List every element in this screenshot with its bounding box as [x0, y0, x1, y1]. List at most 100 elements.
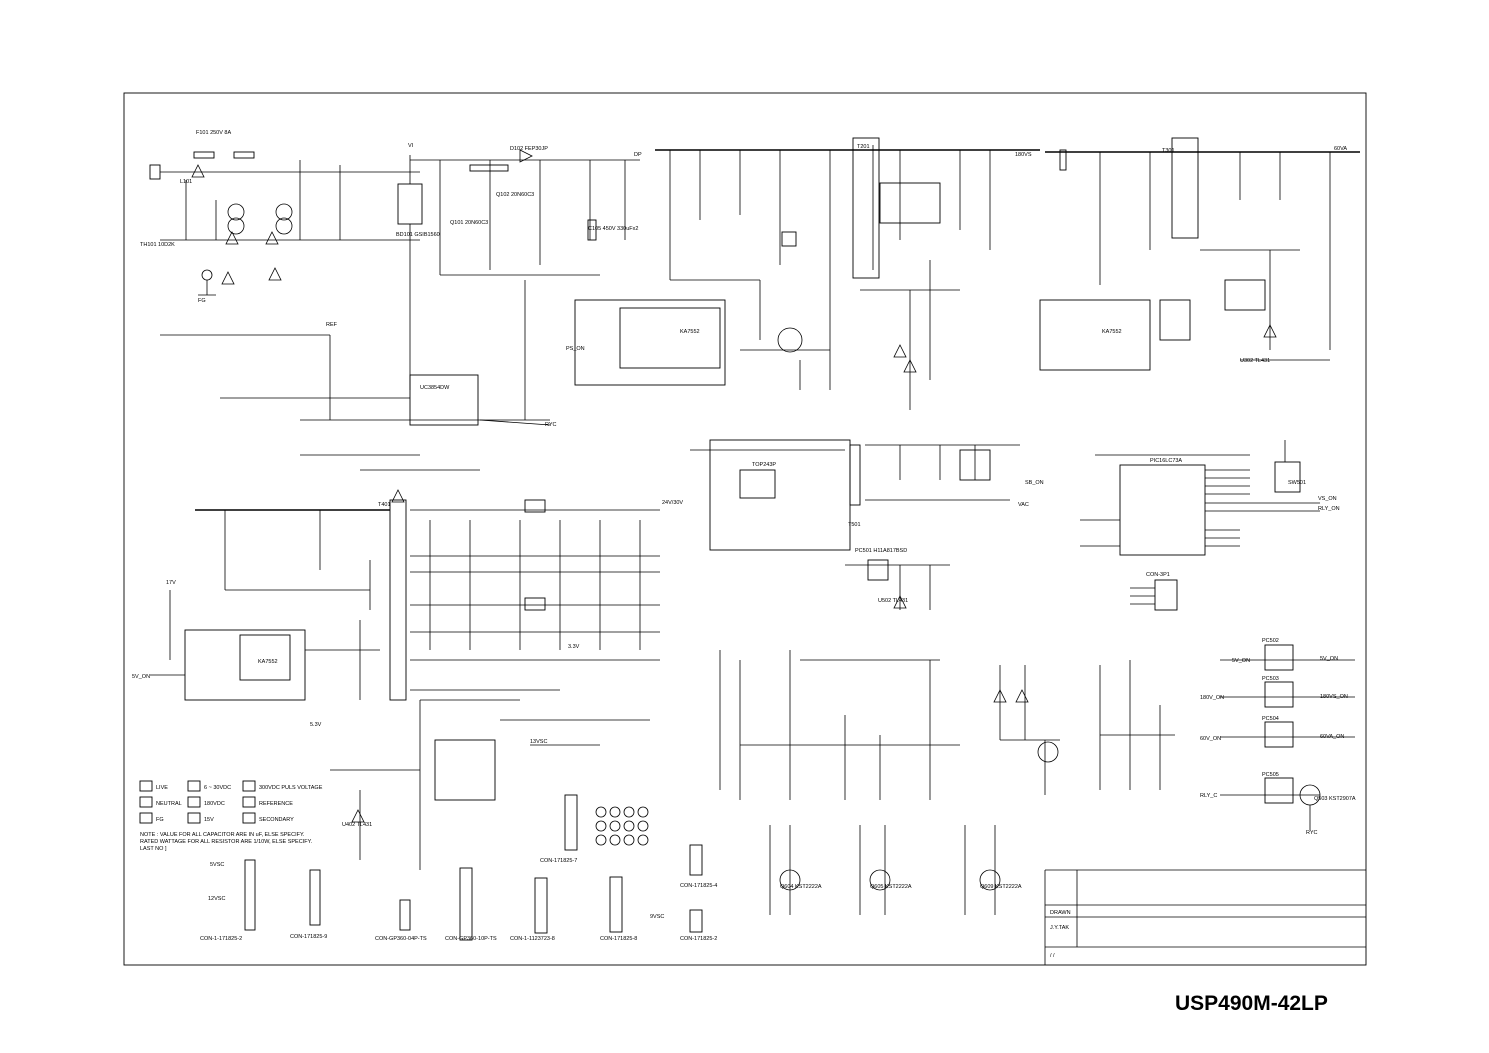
net-ps-on: PS_ON: [566, 346, 585, 352]
net-rly-c: RLY_C: [1200, 793, 1217, 799]
net-5v-on-in: 5V_ON: [1232, 658, 1250, 664]
u401-part: KA7552: [258, 659, 278, 665]
l101-label: L101: [180, 179, 192, 185]
u402-label: U402 TL431: [342, 822, 372, 828]
pc501-label: PC501 H11A817BSD: [855, 548, 907, 554]
q605-label: Q605 KST2222A: [870, 884, 912, 890]
pfc-section: [160, 149, 640, 503]
u201-part: KA7552: [680, 329, 700, 335]
cn803-part: CON-1-171825-2: [200, 936, 242, 942]
q503-label: Q503 KST2907A: [1314, 796, 1356, 802]
u501-part: TOP243P: [752, 462, 776, 468]
bottom-regulators: [769, 825, 1001, 915]
q102-label: Q102 20N60C3: [496, 192, 534, 198]
u502-label: U502 TL431: [878, 598, 908, 604]
sw501-label: SW501: [1288, 480, 1306, 486]
net-vi: VI: [408, 143, 414, 149]
net-60va: 60VA: [1334, 146, 1347, 152]
transformer-section: [852, 137, 1360, 410]
net-5vsc: 5VSC: [210, 862, 224, 868]
legend-180vdc: 180VDC: [204, 801, 225, 807]
component-labels: F101 250V 8A TH101 10D2K L101 BD101 GSIB…: [140, 130, 1356, 890]
u401-section: [150, 499, 407, 701]
legend-fg: FG: [156, 817, 164, 823]
legend-live: LIVE: [156, 785, 168, 791]
secondary-rails: [330, 499, 660, 870]
model-title: USP490M-42LP: [1175, 992, 1328, 1015]
net-ryc-out: RYC: [1306, 830, 1318, 836]
q604-label: Q604 KST2222A: [780, 884, 822, 890]
cn807-part: CON-1-1123723-8: [510, 936, 555, 942]
q101-label: Q101 20N60C3: [450, 220, 488, 226]
net-9vsc: 9VSC: [650, 914, 664, 920]
cn805-part: CON-GP360-10P-TS: [445, 936, 497, 942]
net-vs-on: VS_ON: [1318, 496, 1337, 502]
net-17v: 17V: [166, 580, 176, 586]
u501-standby-section: [690, 439, 1020, 610]
legend: LIVE NEUTRAL FG 6 ~ 30VDC 180VDC 15V 300…: [139, 780, 323, 852]
legend-reference: REFERENCE: [259, 801, 293, 807]
t201-label: T201: [857, 144, 870, 150]
net-180vs-on-out: 180VS_ON: [1320, 694, 1348, 700]
net-3-3v: 3.3V: [568, 644, 580, 650]
title-block: DRAWN J.Y.TAK / /: [1044, 869, 1366, 965]
c105-label: C105 450V 330uFx2: [588, 226, 638, 232]
u101-part: UC3854DW: [420, 385, 450, 391]
note-line-2: RATED WATTAGE FOR ALL RESISTOR ARE 1/10W…: [140, 839, 313, 845]
photocoupler-switches: [1220, 644, 1355, 830]
cn804-part: CON-171825-9: [290, 934, 327, 940]
date-marks: / /: [1050, 953, 1055, 959]
u201-section: [574, 149, 1040, 390]
pc504-label: PC504: [1262, 716, 1279, 722]
net-labels: DP VI 180VS 60VA 5VSC 9VSC 12VSC 13VSC 2…: [132, 143, 1348, 920]
net-ryc: RYC: [545, 422, 557, 428]
u503-part: PIC16LC73A: [1150, 458, 1182, 464]
emi-filter-section: [149, 151, 420, 296]
ic-labels: UC3854DW KA7552 KA7552 KA7552 TOP243P PI…: [258, 329, 1182, 665]
u301-part: KA7552: [1102, 329, 1122, 335]
net-fg: FG: [198, 298, 206, 304]
connector-blocks: CON-1-171825-2 CON-171825-9 CON-GP360-04…: [200, 572, 1170, 942]
cn809-part: CON-171825-2: [680, 936, 717, 942]
output-dividers: [719, 650, 1175, 800]
net-12vsc: 12VSC: [208, 896, 225, 902]
thermistor-label: TH101 10D2K: [140, 242, 175, 248]
net-24v30v: 24V/30V: [662, 500, 683, 506]
net-sb-on: SB_ON: [1025, 480, 1044, 486]
net-5v-on: 5V_ON: [132, 674, 150, 680]
u503-mcu-section: [1080, 440, 1320, 611]
net-180vs: 180VS: [1015, 152, 1032, 158]
legend-6-30vdc: 6 ~ 30VDC: [204, 785, 231, 791]
note-line-3: LAST NO ]: [140, 846, 167, 852]
drawing-frame: [123, 92, 1367, 966]
pc505-label: PC505: [1262, 772, 1279, 778]
pc502-label: PC502: [1262, 638, 1279, 644]
bridge-label: BD101 GSIB1560: [396, 232, 440, 238]
net-5-3v: 5.3V: [310, 722, 322, 728]
legend-neutral: NEUTRAL: [156, 801, 182, 807]
t501-label: T501: [848, 522, 861, 528]
legend-15v: 15V: [204, 817, 214, 823]
net-vac: VAC: [1018, 502, 1029, 508]
q609-label: Q609 KST2222A: [980, 884, 1022, 890]
cn801-part: CON-171825-7: [540, 858, 577, 864]
cn802-part: CON-171825-4: [680, 883, 717, 889]
net-60v-on: 60V_ON: [1200, 736, 1221, 742]
d102-label: D102 FEP30JP: [510, 146, 548, 152]
t401-label: T401: [378, 502, 391, 508]
drawn-label: DRAWN: [1050, 910, 1071, 916]
legend-300vdc: 300VDC PULS VOLTAGE: [259, 785, 323, 791]
note-line-1: NOTE : VALUE FOR ALL CAPACITOR ARE IN uF…: [140, 832, 305, 838]
net-5v-on-out: 5V_ON: [1320, 656, 1338, 662]
t301-label: T301: [1162, 148, 1175, 154]
net-180v-on: 180V_ON: [1200, 695, 1224, 701]
net-dp-1: DP: [634, 152, 642, 158]
net-13vsc: 13VSC: [530, 739, 547, 745]
fuse-label: F101 250V 8A: [196, 130, 231, 136]
cn806-part: CON-GP360-04P-TS: [375, 936, 427, 942]
legend-secondary: SECONDARY: [259, 817, 294, 823]
cn808-part: CON-171825-8: [600, 936, 637, 942]
u302-label: U302 TL431: [1240, 358, 1270, 364]
pc503-label: PC503: [1262, 676, 1279, 682]
